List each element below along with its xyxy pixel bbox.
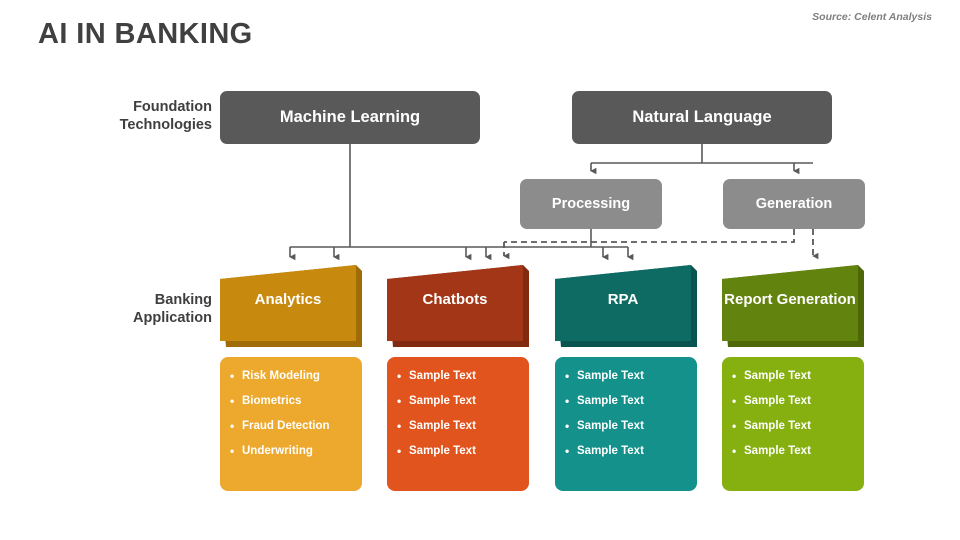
- list-item-label: Sample Text: [744, 395, 811, 407]
- list-item: • Sample Text: [732, 444, 856, 459]
- list-item: • Sample Text: [397, 369, 521, 384]
- bullet-icon: •: [397, 369, 402, 383]
- list-item-label: Sample Text: [577, 420, 644, 432]
- list-item-label: Sample Text: [409, 370, 476, 382]
- bullet-icon: •: [230, 419, 235, 433]
- row-label-foundation-technologies: Foundation Technologies: [60, 98, 212, 134]
- application-column-analytics: Analytics • Risk Modeling • Biometrics •…: [220, 265, 362, 491]
- list-item: • Fraud Detection: [230, 419, 354, 434]
- list-item-label: Sample Text: [744, 445, 811, 457]
- application-title-report-generation: Report Generation: [724, 291, 856, 308]
- bullet-icon: •: [565, 419, 570, 433]
- list-item-label: Sample Text: [409, 395, 476, 407]
- list-item: • Sample Text: [565, 394, 689, 409]
- source-note: Source: Celent Analysis: [812, 11, 932, 23]
- application-title-rpa: RPA: [607, 291, 639, 308]
- application-column-chatbots: Chatbots • Sample Text • Sample Text • S…: [387, 265, 529, 491]
- list-item: • Underwriting: [230, 444, 354, 459]
- application-card-report-generation: • Sample Text • Sample Text • Sample Tex…: [722, 357, 864, 491]
- trapezoid-shape: [220, 265, 362, 347]
- application-header-analytics[interactable]: Analytics: [220, 265, 362, 347]
- bullet-icon: •: [732, 369, 737, 383]
- page-title: AI IN BANKING: [38, 18, 253, 50]
- list-item-label: Sample Text: [744, 370, 811, 382]
- bullet-icon: •: [397, 444, 402, 458]
- list-item: • Sample Text: [397, 394, 521, 409]
- application-header-chatbots[interactable]: Chatbots: [387, 265, 529, 347]
- bullet-icon: •: [397, 394, 402, 408]
- trapezoid-shape: [555, 265, 697, 347]
- list-item-label: Sample Text: [577, 395, 644, 407]
- bullet-icon: •: [565, 394, 570, 408]
- application-header-rpa[interactable]: RPA: [555, 265, 697, 347]
- bullet-icon: •: [565, 444, 570, 458]
- row-label-foundation-line2: Technologies: [119, 117, 212, 133]
- list-item: • Sample Text: [565, 419, 689, 434]
- row-label-banking-line1: Banking: [154, 292, 212, 308]
- node-processing[interactable]: Processing: [520, 179, 662, 229]
- bullet-icon: •: [732, 394, 737, 408]
- list-item: • Sample Text: [565, 369, 689, 384]
- node-machine-learning[interactable]: Machine Learning: [220, 91, 480, 144]
- list-item-label: Sample Text: [577, 370, 644, 382]
- list-item: • Sample Text: [732, 419, 856, 434]
- trapezoid-front-face: [555, 265, 691, 341]
- list-item-label: Underwriting: [242, 445, 313, 457]
- trapezoid-front-face: [722, 265, 858, 341]
- list-item-label: Sample Text: [409, 420, 476, 432]
- list-item-label: Sample Text: [409, 445, 476, 457]
- bullet-icon: •: [230, 394, 235, 408]
- list-item-label: Sample Text: [744, 420, 811, 432]
- application-title-chatbots: Chatbots: [422, 291, 488, 308]
- list-item: • Sample Text: [732, 369, 856, 384]
- trapezoid-front-face: [220, 265, 356, 341]
- list-item: • Sample Text: [732, 394, 856, 409]
- application-card-analytics: • Risk Modeling • Biometrics • Fraud Det…: [220, 357, 362, 491]
- application-header-report-generation[interactable]: Report Generation: [722, 265, 864, 347]
- list-item-label: Biometrics: [242, 395, 302, 407]
- list-item-label: Sample Text: [577, 445, 644, 457]
- node-natural-language[interactable]: Natural Language: [572, 91, 832, 144]
- list-item-label: Risk Modeling: [242, 370, 320, 382]
- application-column-report-generation: Report Generation • Sample Text • Sample…: [722, 265, 864, 491]
- list-item: • Risk Modeling: [230, 369, 354, 384]
- trapezoid-shape: [722, 265, 864, 347]
- list-item: • Biometrics: [230, 394, 354, 409]
- trapezoid-shape: [387, 265, 529, 347]
- row-label-banking-line2: Application: [133, 310, 212, 326]
- bullet-icon: •: [732, 444, 737, 458]
- application-column-rpa: RPA • Sample Text • Sample Text • Sample…: [555, 265, 697, 491]
- bullet-icon: •: [230, 444, 235, 458]
- bullet-icon: •: [397, 419, 402, 433]
- list-item: • Sample Text: [565, 444, 689, 459]
- trapezoid-front-face: [387, 265, 523, 341]
- list-item: • Sample Text: [397, 419, 521, 434]
- application-card-chatbots: • Sample Text • Sample Text • Sample Tex…: [387, 357, 529, 491]
- list-item: • Sample Text: [397, 444, 521, 459]
- node-generation[interactable]: Generation: [723, 179, 865, 229]
- application-card-rpa: • Sample Text • Sample Text • Sample Tex…: [555, 357, 697, 491]
- row-label-banking-application: Banking Application: [60, 291, 212, 327]
- bullet-icon: •: [732, 419, 737, 433]
- row-label-foundation-line1: Foundation: [133, 99, 212, 115]
- list-item-label: Fraud Detection: [242, 420, 330, 432]
- bullet-icon: •: [565, 369, 570, 383]
- application-title-analytics: Analytics: [254, 291, 322, 308]
- bullet-icon: •: [230, 369, 235, 383]
